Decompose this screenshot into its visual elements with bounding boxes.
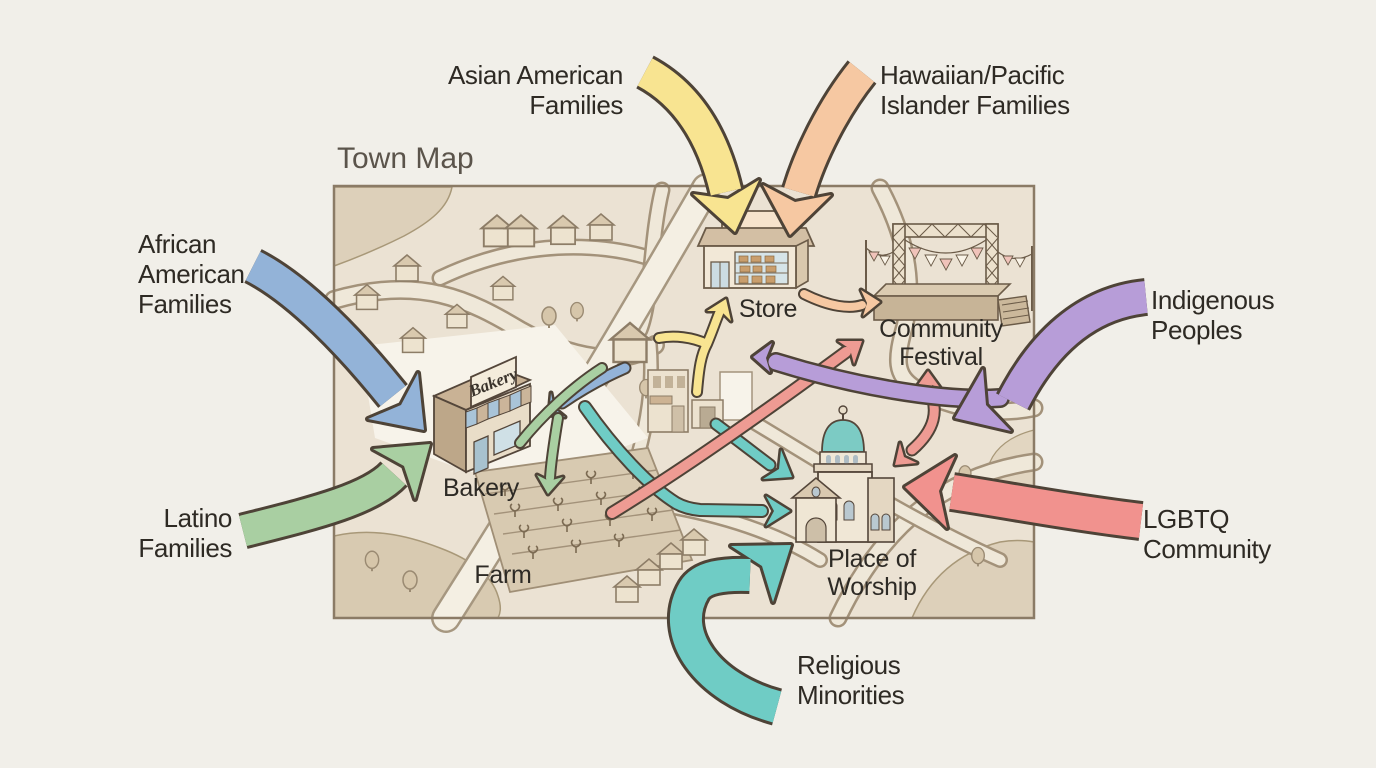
arrow-latino-families bbox=[238, 441, 433, 549]
label-line: Peoples bbox=[1151, 315, 1243, 345]
arrow-lgbtq-community bbox=[902, 453, 1144, 541]
worship-building bbox=[789, 405, 895, 543]
bakery-sign bbox=[470, 355, 517, 409]
arrow-african-american-families bbox=[243, 249, 427, 433]
label-asian-american-families: Asian American Families bbox=[391, 60, 623, 120]
flow-farm-to-worship-teal bbox=[578, 400, 793, 529]
label-store: Store bbox=[738, 295, 798, 323]
label-community-festival: Community Festival bbox=[877, 315, 1005, 371]
label-indigenous-peoples: Indigenous Peoples bbox=[1151, 285, 1275, 345]
label-line: Community bbox=[879, 315, 1003, 343]
label-line: Place of bbox=[828, 545, 916, 573]
arrow-asian-american-families bbox=[635, 55, 762, 235]
label-line: Festival bbox=[899, 343, 983, 371]
label-place-of-worship: Place of Worship bbox=[822, 545, 922, 601]
group-arrows bbox=[238, 55, 1149, 726]
label-line: Community bbox=[1143, 534, 1271, 564]
arrow-indigenous-peoples bbox=[952, 278, 1149, 434]
arrow-hawaiian-pacific-islander-families bbox=[760, 60, 877, 238]
label-line: Islander Families bbox=[880, 90, 1070, 120]
flow-center-to-store-yellow bbox=[653, 296, 734, 398]
label-bakery: Bakery bbox=[442, 474, 519, 502]
label-hawaiian-pacific-islander-families: Hawaiian/Pacific Islander Families bbox=[880, 60, 1070, 120]
flow-bakery-to-farm-green bbox=[514, 362, 608, 497]
label-latino-families: Latino Families bbox=[100, 503, 232, 563]
label-farm: Farm bbox=[474, 561, 532, 589]
label-line: Families bbox=[529, 90, 623, 120]
label-line: Minorities bbox=[797, 680, 905, 710]
flow-store-to-festival-orange bbox=[798, 287, 883, 319]
arrow-religious-minorities bbox=[666, 542, 794, 726]
label-line: Indigenous bbox=[1151, 285, 1275, 315]
terrain-patch bbox=[333, 186, 453, 268]
flow-center-to-worship-teal bbox=[709, 417, 795, 482]
label-line: Asian American bbox=[447, 60, 623, 90]
label-lgbtq-community: LGBTQ Community bbox=[1143, 504, 1271, 564]
bakery-building: Bakery bbox=[431, 355, 533, 475]
label-line: Families bbox=[138, 289, 232, 319]
label-line: Religious bbox=[797, 650, 901, 680]
festival-stage bbox=[865, 223, 1033, 327]
label-line: American bbox=[138, 259, 245, 289]
shop-building bbox=[647, 369, 689, 433]
label-african-american-families: African American Families bbox=[138, 229, 245, 319]
label-line: Worship bbox=[827, 573, 917, 601]
label-line: Latino bbox=[163, 503, 233, 533]
label-line: African bbox=[138, 229, 217, 259]
label-religious-minorities: Religious Minorities bbox=[797, 650, 905, 710]
label-line: LGBTQ bbox=[1143, 504, 1230, 534]
label-line: Families bbox=[138, 533, 232, 563]
label-line: Hawaiian/Pacific bbox=[880, 60, 1065, 90]
map-title: Town Map bbox=[337, 142, 474, 175]
farm-field bbox=[473, 447, 694, 594]
